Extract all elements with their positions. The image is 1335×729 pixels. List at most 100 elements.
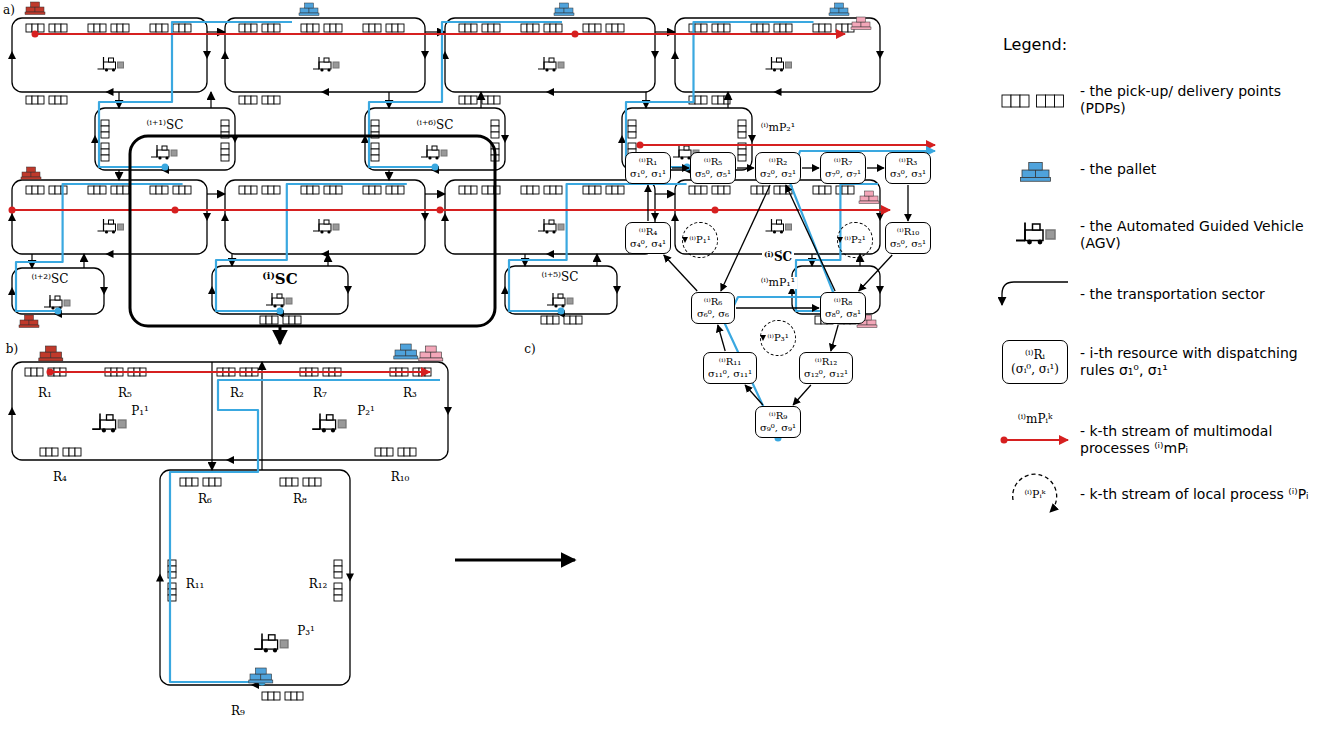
flow-arrow [793, 385, 811, 405]
start-dot [432, 164, 439, 171]
layout-shape [404, 448, 410, 456]
layout-shape [280, 478, 286, 486]
layout-shape [553, 316, 559, 324]
layout-shape [428, 156, 431, 159]
pallet-icon [249, 668, 273, 683]
flow-arrow [867, 167, 884, 168]
layout-shape [1011, 95, 1020, 107]
layout-shape [560, 3, 569, 8]
zoom-frame [130, 136, 495, 326]
layout-shape [570, 316, 576, 324]
layout-shape [394, 356, 418, 359]
layout-shape [94, 186, 100, 194]
layout-shape [1046, 95, 1055, 107]
start-dot [47, 369, 54, 376]
node-text: ⁽ⁱ⁾R₈ [834, 296, 852, 308]
layout-shape [274, 692, 280, 700]
pdp-symbol [459, 96, 500, 104]
transport-sector [445, 18, 655, 92]
layout-shape [274, 186, 280, 194]
node-text: σ₄⁰, σ₄¹ [630, 238, 666, 250]
pdp-symbol [689, 24, 730, 32]
pdp-symbol [521, 186, 562, 194]
pallet-icon [851, 17, 871, 30]
layout-shape [757, 186, 763, 194]
local-process-circle: ⁽ⁱ⁾P₃¹ [760, 320, 796, 356]
layout-shape [38, 24, 44, 32]
layout-shape [98, 219, 104, 231]
layout-shape [49, 186, 55, 194]
layout-shape [491, 120, 499, 126]
layout-shape [553, 298, 565, 305]
layout-shape [101, 120, 109, 126]
layout-shape [718, 96, 724, 104]
resource-box: ⁽ⁱ⁾R₂σ₂⁰, σ₂¹ [755, 152, 801, 184]
layout-shape [336, 24, 342, 32]
layout-shape [156, 24, 162, 32]
flow-arrow [721, 185, 770, 291]
agv-icon [313, 57, 339, 72]
direction-arrow [651, 213, 659, 221]
layout-shape [49, 24, 55, 32]
layout-shape [813, 24, 819, 32]
layout-shape [180, 478, 186, 486]
layout-shape [277, 294, 282, 298]
direction-arrow [8, 287, 16, 295]
direction-arrow [651, 51, 659, 59]
direction-arrow [444, 407, 452, 415]
layout-shape [100, 420, 116, 429]
layout-shape [564, 316, 570, 324]
resource-box: ⁽ⁱ⁾R₆σ₆⁰, σ₆ [691, 292, 735, 324]
layout-shape [268, 186, 274, 194]
label-text: R₁₀ [389, 471, 412, 485]
layout-shape [239, 186, 245, 194]
layout-shape [324, 220, 329, 224]
layout-shape [262, 640, 278, 649]
layout-shape [763, 24, 769, 32]
layout-shape [819, 24, 825, 32]
pdp-symbol [583, 24, 624, 32]
layout-shape [549, 220, 554, 224]
layout-shape [538, 57, 544, 69]
layout-shape [1033, 224, 1041, 230]
layout-shape [327, 230, 330, 233]
layout-shape [274, 24, 280, 32]
layout-shape [857, 17, 866, 22]
layout-shape [313, 186, 319, 194]
layout-shape [104, 62, 116, 69]
legend-text: - the Automated Guided Vehicle (AGV) [1080, 218, 1328, 253]
layout-shape [262, 186, 268, 194]
layout-shape [26, 7, 35, 12]
label-text: R₉ [229, 705, 247, 719]
layout-shape [26, 186, 32, 194]
direction-arrow [613, 286, 621, 294]
layout-shape [1029, 163, 1043, 171]
layout-shape [554, 304, 557, 307]
layout-shape [239, 24, 245, 32]
layout-shape [538, 219, 544, 231]
label-text: P₃¹ [295, 625, 317, 639]
layout-shape [830, 8, 839, 13]
pdp-symbol [239, 186, 280, 194]
resource-box: ⁽ⁱ⁾R₉σ₉⁰, σ₉¹ [755, 406, 801, 438]
pdp-symbol [101, 120, 109, 161]
layout-shape [151, 145, 157, 157]
direction-arrow [106, 88, 114, 96]
legend-text: - k-th stream of local process ⁽ⁱ⁾Pᵢ [1080, 486, 1328, 504]
start-dot [1001, 437, 1008, 444]
layout-shape [612, 24, 618, 32]
layout-shape [32, 96, 38, 104]
layout-shape [488, 24, 494, 32]
node-text: ⁽ⁱ⁾R₁ [639, 156, 657, 168]
direction-arrow [203, 213, 211, 221]
direction-arrow [421, 213, 429, 221]
layout-shape [435, 156, 438, 159]
label-text: R₈ [291, 493, 309, 507]
agv-icon [766, 57, 792, 72]
agv-icon [313, 219, 339, 234]
transport-sector [95, 108, 235, 170]
layout-shape [556, 24, 562, 32]
layout-shape [381, 448, 387, 456]
layout-shape [334, 572, 342, 578]
layout-shape [334, 589, 342, 595]
